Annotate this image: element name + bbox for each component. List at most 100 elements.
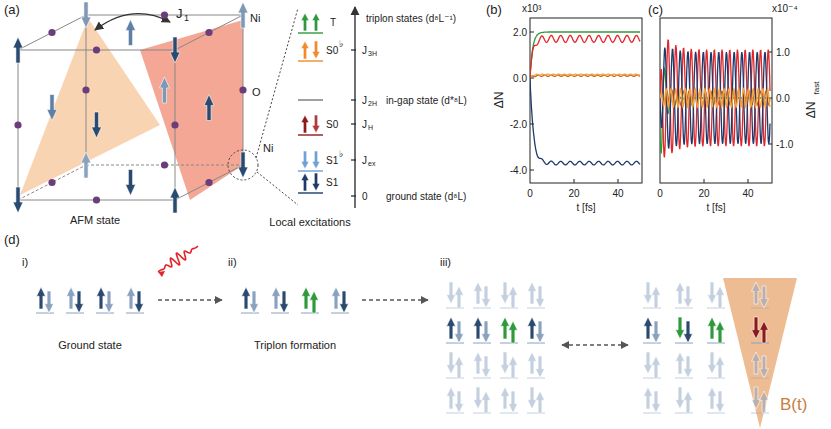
dimer-rung	[96, 313, 114, 314]
spin-arrow	[716, 321, 725, 343]
spin-arrow	[752, 352, 761, 374]
spin-arrow	[684, 321, 693, 343]
state-label: triplon states (d⁸L⁻¹)	[366, 13, 456, 24]
oxygen-atom	[205, 179, 212, 186]
axis-tick: 1.0	[776, 47, 790, 58]
dimer-rung	[500, 308, 518, 309]
magnifier-circle	[228, 150, 258, 180]
dimer-rung	[751, 343, 769, 344]
spin-arrow	[708, 282, 717, 304]
spin-arrow	[340, 291, 349, 313]
dimer-rung	[446, 343, 464, 344]
spin-arrow	[676, 317, 685, 339]
caption-label: AFM state	[70, 214, 120, 226]
spin-arrow	[716, 286, 725, 308]
spin-arrow	[708, 352, 717, 374]
spin-arrow	[684, 356, 693, 378]
oxygen-atom	[48, 29, 55, 36]
spin-arrow	[301, 151, 309, 169]
spin-arrow	[509, 286, 518, 308]
axis-tick: 20	[568, 188, 579, 199]
axis-title: ΔN	[493, 92, 506, 109]
dimer-rung	[675, 413, 693, 414]
plot-ticks	[530, 32, 772, 183]
spin-arrow	[301, 115, 309, 133]
atom-label: Ni	[250, 12, 260, 24]
dimer-rung	[446, 378, 464, 379]
leader-line	[256, 8, 298, 158]
spin-arrow	[652, 391, 661, 413]
spin-arrow	[528, 387, 537, 409]
spin-arrow	[105, 291, 114, 313]
spin-arrow	[238, 152, 248, 178]
dimer-rung	[675, 343, 693, 344]
level-label: S0	[326, 119, 338, 130]
data-curve	[660, 48, 770, 149]
step-label: Ground state	[58, 339, 122, 351]
oxygen-atom	[239, 86, 246, 93]
spin-arrow	[13, 37, 23, 63]
spin-arrow	[332, 287, 341, 309]
energy-symbol: J	[362, 45, 367, 56]
spin-arrow	[536, 356, 545, 378]
spin-arrow	[455, 321, 464, 343]
spin-arrow	[482, 356, 491, 378]
data-curve	[530, 74, 640, 78]
data-curve	[660, 89, 770, 107]
process-arrow	[158, 300, 628, 345]
step-number: iii)	[440, 256, 451, 268]
spin-arrow	[652, 356, 661, 378]
dimer-rung	[473, 308, 491, 309]
level-superscript: ♭	[339, 40, 343, 50]
data-curve	[660, 40, 770, 157]
spin-arrow	[301, 13, 309, 31]
spin-arrow	[644, 387, 653, 409]
spin-arrow	[47, 95, 57, 121]
spin-arrow	[97, 287, 106, 309]
oxygen-atom	[93, 196, 100, 203]
spin-arrow	[67, 287, 76, 309]
dimer-rung	[751, 378, 769, 379]
generated-shapes	[13, 2, 770, 413]
step-number: ii)	[228, 256, 237, 268]
dimer-rung	[66, 313, 84, 314]
spin-arrow	[644, 317, 653, 339]
spin-arrow	[528, 317, 537, 339]
spin-arrow	[312, 13, 320, 31]
spin-arrow	[528, 282, 537, 304]
spin-arrow	[501, 282, 510, 304]
spin-arrow	[652, 286, 661, 308]
energy-value: 0	[362, 191, 368, 202]
data-curve	[530, 36, 640, 79]
oxygen-atom	[93, 46, 100, 53]
leader-line	[257, 172, 298, 205]
oxygen-atom	[161, 161, 168, 168]
panel-letter: (a)	[4, 3, 20, 17]
spin-arrow	[135, 291, 144, 313]
dimer-rung	[643, 378, 661, 379]
dimer-rung	[643, 308, 661, 309]
oxygen-atom	[14, 121, 21, 128]
spin-arrow	[474, 387, 483, 409]
energy-subscript: ex	[368, 160, 375, 168]
spin-arrow	[455, 391, 464, 413]
dimer-rung	[446, 413, 464, 414]
dimer-rung	[473, 343, 491, 344]
spin-arrow	[536, 286, 545, 308]
spin-arrow	[280, 291, 289, 313]
field-label: B(t)	[780, 396, 807, 415]
spin-arrow	[447, 352, 456, 374]
spin-arrow	[81, 152, 91, 178]
oxygen-atom	[161, 11, 168, 18]
data-curve	[530, 78, 640, 165]
dimer-rung	[473, 378, 491, 379]
axis-multiplier: x10⁻⁴	[772, 3, 798, 14]
dimer-rung	[707, 308, 725, 309]
spin-arrow	[45, 291, 54, 313]
dimer-rung	[36, 313, 54, 314]
spin-arrow	[170, 37, 180, 63]
spin-arrow	[126, 20, 136, 46]
dimer-rung	[675, 308, 693, 309]
